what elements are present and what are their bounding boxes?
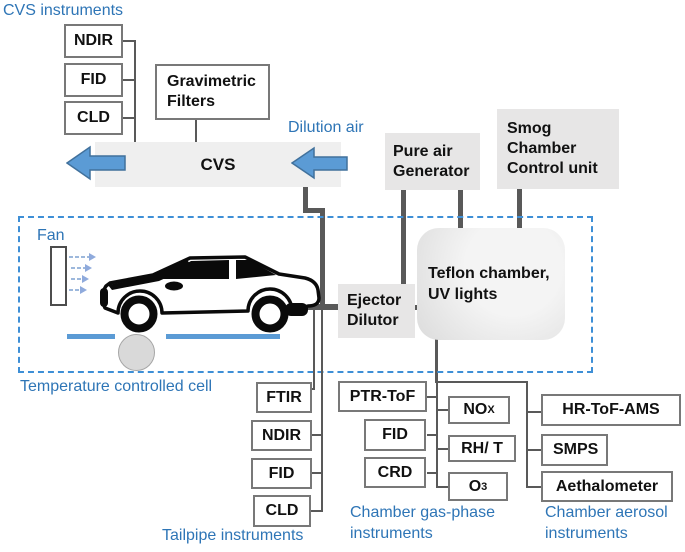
cvs-ndir-connector — [123, 40, 134, 42]
aethalometer-connector — [528, 486, 542, 488]
left-arrow-icon — [66, 145, 126, 181]
pipe-pureair-to-chamber — [458, 190, 463, 232]
smps-connector — [528, 449, 542, 451]
dyno-roller — [118, 334, 155, 371]
nox-connector — [438, 409, 448, 411]
car-tailpipe — [285, 303, 308, 316]
tailpipe-fid-connector — [311, 472, 321, 474]
tailpipe-instruments-label: Tailpipe instruments — [162, 527, 304, 544]
car-front-grille — [100, 288, 108, 307]
car-illustration — [100, 255, 321, 333]
aerosol-bus-line — [526, 381, 528, 488]
temperature-cell-label: Temperature controlled cell — [20, 378, 213, 395]
fan-airflow-arrows-icon — [69, 253, 96, 294]
cvs-instrument-bus-line — [134, 40, 136, 142]
chamber-aerosol-label: Chamber aerosol instruments — [545, 504, 668, 542]
tailpipe-fid-box: FID — [251, 458, 312, 489]
left-arrow-icon — [291, 146, 348, 180]
tailpipe-cld-box: CLD — [253, 495, 311, 527]
chamber-gas-label: Chamber gas-phase instruments — [350, 504, 495, 542]
tailpipe-ndir-connector — [311, 434, 321, 436]
car-wheel-rear — [251, 295, 289, 333]
fan-label: Fan — [37, 227, 65, 244]
pipe-ejector-to-chamber — [413, 305, 419, 310]
pipe-control-to-chamber — [517, 189, 522, 232]
chamber-hrtofams-box: HR-ToF-AMS — [541, 394, 681, 426]
cvs-instrument-fid-box: FID — [64, 63, 123, 97]
chamber-aethalometer-box: Aethalometer — [541, 471, 673, 502]
pipe-cvs-riser-upper — [303, 187, 308, 212]
cvs-instrument-cld-box: CLD — [64, 101, 123, 135]
sensor-subscript: 3 — [481, 480, 488, 493]
fan-rect — [50, 246, 67, 306]
pipe-cvs-riser-lower — [320, 208, 325, 308]
chamber-rht-box: RH/ T — [448, 435, 516, 462]
chamber-gas-bus-line — [436, 383, 438, 488]
cvs-flow-arrow-icon — [66, 145, 126, 181]
chamber-ptr-tof-box: PTR-ToF — [338, 381, 427, 412]
o3-connector — [438, 486, 448, 488]
sensor-subscript: X — [487, 404, 495, 416]
chamber-fid-box: FID — [364, 419, 426, 451]
teflon-chamber-box: Teflon chamber, UV lights — [417, 228, 565, 340]
dilution-air-arrow-icon — [291, 146, 348, 180]
sensor-label: RH/ T — [461, 439, 503, 457]
pure-air-generator-box: Pure air Generator — [385, 133, 480, 190]
sensor-label: NO — [463, 401, 488, 418]
dilution-air-label: Dilution air — [288, 119, 364, 136]
car-wheel-front — [120, 295, 158, 333]
pipe-cvs-riser-jog — [303, 208, 325, 213]
chamber-crd-box: CRD — [364, 457, 426, 488]
cvs-fid-connector — [123, 79, 134, 81]
dyno-floor-line-right — [166, 334, 280, 339]
cvs-instruments-label: CVS instruments — [3, 2, 124, 19]
car-hood — [108, 260, 192, 290]
car-mirror — [165, 281, 183, 291]
sensor-label: O — [468, 477, 482, 495]
ptr-tof-connector — [427, 396, 436, 398]
dyno-floor-line-left — [67, 334, 115, 339]
cvs-cld-connector — [123, 117, 134, 119]
chamber-fid-connector — [427, 434, 436, 436]
tailpipe-ndir-box: NDIR — [251, 420, 312, 451]
pipe-chamber-sampling — [435, 338, 438, 383]
car-front-window — [159, 260, 229, 279]
tailpipe-cld-connector — [310, 510, 321, 512]
aerosol-branch-line — [436, 381, 528, 383]
ejector-dilutor-box: Ejector Dilutor — [338, 284, 415, 338]
smog-chamber-control-box: Smog Chamber Control unit — [497, 109, 619, 189]
gravimetric-connector — [195, 120, 197, 142]
pipe-pureair-to-ejector — [401, 190, 406, 285]
rht-connector — [438, 448, 448, 450]
temperature-cell-boundary — [18, 216, 593, 373]
chamber-smps-box: SMPS — [541, 434, 608, 466]
gravimetric-filters-box: Gravimetric Filters — [155, 64, 270, 120]
car-rear-window — [236, 260, 276, 279]
tailpipe-sampling-line-b — [321, 308, 323, 512]
cvs-instrument-ndir-box: NDIR — [64, 24, 123, 58]
tailpipe-ftir-box: FTIR — [256, 382, 312, 413]
tailpipe-sampling-line-a — [313, 308, 315, 390]
hrtofams-connector — [528, 411, 542, 413]
crd-connector — [427, 472, 436, 474]
